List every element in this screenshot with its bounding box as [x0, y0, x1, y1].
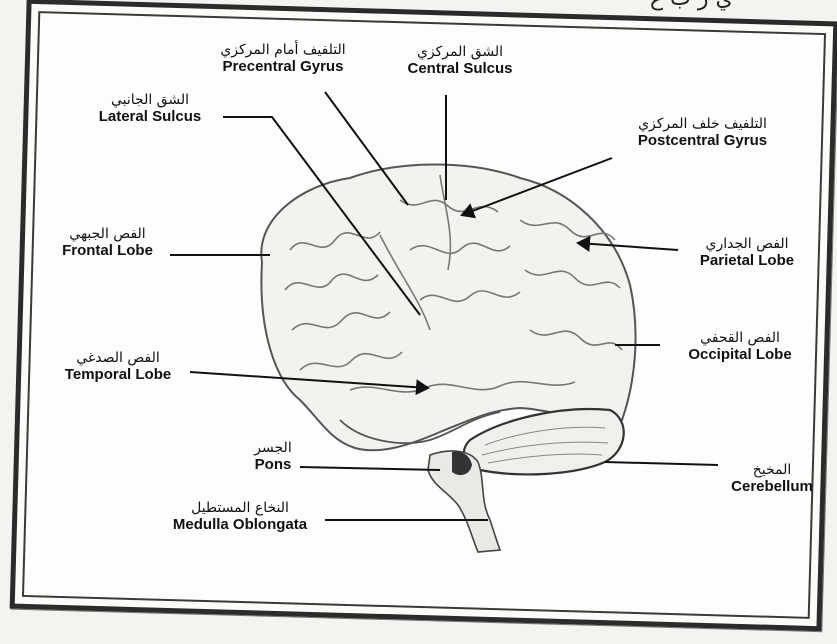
central-sulcus-ar: الشق المركزي — [385, 44, 535, 60]
precentral-gyrus-en: Precentral Gyrus — [198, 58, 368, 75]
temporal-lobe-ar: الفص الصدغي — [38, 350, 198, 366]
label-precentral-gyrus: التلفيف أمام المركزي Precentral Gyrus — [198, 42, 368, 75]
label-postcentral-gyrus: التلفيف خلف المركزي Postcentral Gyrus — [600, 116, 805, 149]
label-pons: الجسر Pons — [238, 440, 308, 473]
cerebellum-shape — [464, 409, 624, 474]
postcentral-gyrus-en: Postcentral Gyrus — [600, 132, 805, 149]
medulla-oblongata-en: Medulla Oblongata — [140, 516, 340, 533]
leader-cerebellum — [605, 462, 718, 465]
cerebellum-en: Cerebellum — [712, 478, 832, 495]
lateral-sulcus-en: Lateral Sulcus — [70, 108, 230, 125]
occipital-lobe-en: Occipital Lobe — [660, 346, 820, 363]
leader-pons — [300, 467, 440, 470]
occipital-lobe-ar: الفص القحفي — [660, 330, 820, 346]
label-cerebellum: المخيخ Cerebellum — [712, 462, 832, 495]
parietal-lobe-ar: الفص الجداري — [672, 236, 822, 252]
lateral-sulcus-ar: الشق الجانبي — [70, 92, 230, 108]
label-parietal-lobe: الفص الجداري Parietal Lobe — [672, 236, 822, 269]
label-temporal-lobe: الفص الصدغي Temporal Lobe — [38, 350, 198, 383]
precentral-gyrus-ar: التلفيف أمام المركزي — [198, 42, 368, 58]
medulla-oblongata-ar: النخاع المستطيل — [140, 500, 340, 516]
label-medulla-oblongata: النخاع المستطيل Medulla Oblongata — [140, 500, 340, 533]
label-lateral-sulcus: الشق الجانبي Lateral Sulcus — [70, 92, 230, 125]
frontal-lobe-en: Frontal Lobe — [40, 242, 175, 259]
postcentral-gyrus-ar: التلفيف خلف المركزي — [600, 116, 805, 132]
central-sulcus-en: Central Sulcus — [385, 60, 535, 77]
temporal-lobe-en: Temporal Lobe — [38, 366, 198, 383]
parietal-lobe-en: Parietal Lobe — [672, 252, 822, 269]
cerebellum-ar: المخيخ — [712, 462, 832, 478]
label-occipital-lobe: الفص القحفي Occipital Lobe — [660, 330, 820, 363]
label-frontal-lobe: الفص الجبهي Frontal Lobe — [40, 226, 175, 259]
pons-ar: الجسر — [238, 440, 308, 456]
label-central-sulcus: الشق المركزي Central Sulcus — [385, 44, 535, 77]
pons-en: Pons — [238, 456, 308, 473]
frontal-lobe-ar: الفص الجبهي — [40, 226, 175, 242]
